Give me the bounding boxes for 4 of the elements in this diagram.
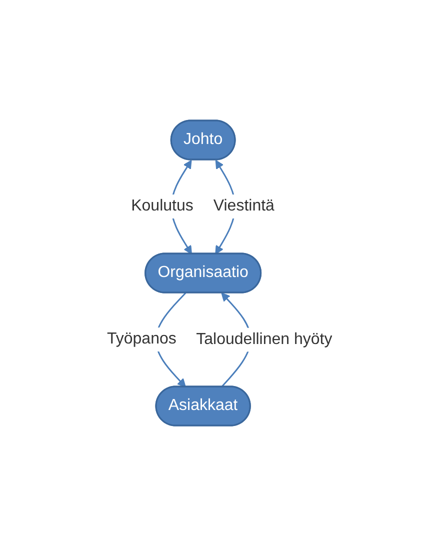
edge-label: Työpanos	[106, 330, 176, 348]
edge-label: Viestintä	[213, 198, 274, 214]
edge-label: Koulutus	[130, 198, 194, 214]
edge-label: Taloudellinen hyöty	[196, 330, 332, 348]
